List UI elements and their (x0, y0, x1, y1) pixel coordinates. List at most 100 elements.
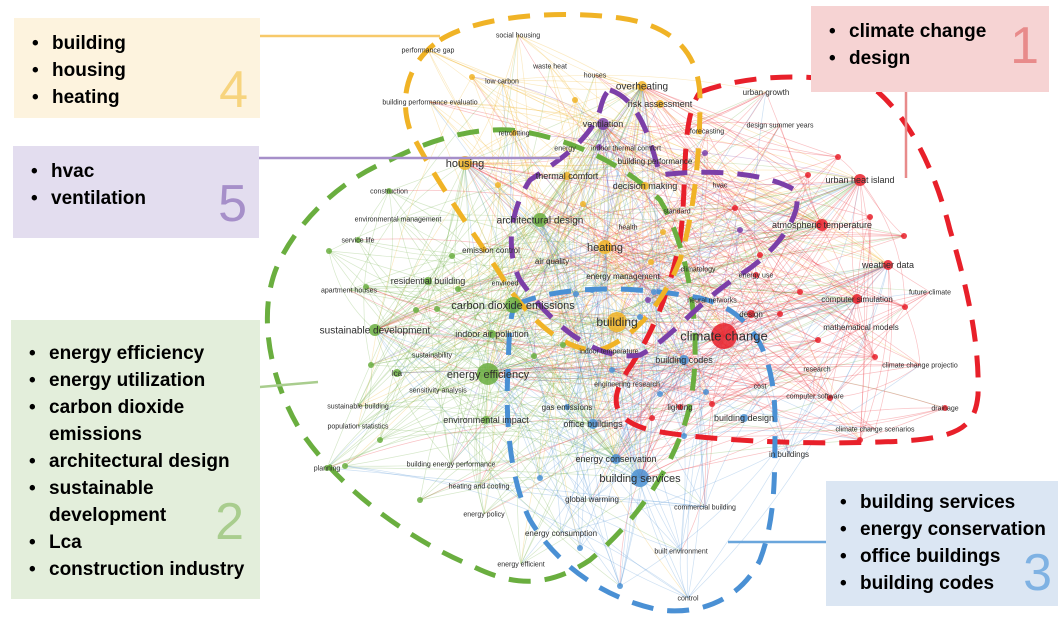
network-edge (415, 309, 641, 479)
network-edge (487, 289, 593, 375)
network-edge (539, 219, 585, 549)
network-edge (483, 356, 876, 515)
term-label: research (803, 366, 830, 373)
network-edge (344, 298, 858, 467)
network-node (596, 144, 602, 150)
network-edge (615, 291, 931, 460)
network-edge (639, 428, 876, 479)
network-edge (464, 162, 781, 315)
network-edge (564, 147, 606, 248)
network-edge (591, 406, 681, 500)
network-edge (539, 264, 889, 479)
network-edge (602, 123, 819, 341)
network-edge (602, 123, 699, 270)
network-edge (566, 175, 858, 300)
network-node (657, 391, 663, 397)
network-edge (680, 335, 725, 552)
network-edge (326, 467, 641, 479)
network-edge (626, 254, 761, 385)
network-edge (429, 101, 889, 266)
network-node (816, 219, 828, 231)
network-edge (641, 85, 839, 158)
network-edge (622, 275, 685, 361)
network-edge (450, 219, 541, 465)
term-label: social housing (496, 32, 540, 39)
network-edge (374, 147, 627, 331)
network-edge (487, 261, 652, 375)
term-label: overheating (616, 82, 668, 93)
term-label: atmospheric temperature (772, 220, 872, 230)
network-edge (788, 264, 889, 455)
network-edge (450, 85, 643, 465)
network-edge (551, 260, 921, 366)
network-edge (856, 216, 871, 300)
network-node (815, 337, 821, 343)
network-edge (478, 298, 858, 487)
cluster-4-item-building: building (24, 30, 260, 57)
term-label: residential building (391, 276, 466, 286)
network-edge (539, 369, 613, 479)
network-edge (615, 339, 819, 460)
network-node (564, 404, 570, 410)
network-edge (464, 152, 706, 180)
cluster-3-outline (504, 286, 778, 614)
term-label: indoor thermal comfort (591, 145, 661, 152)
network-edge (344, 85, 643, 467)
network-edge (641, 85, 809, 176)
network-edge (662, 231, 685, 361)
cluster-1-item-climate-change: climate change (821, 18, 1049, 45)
network-edge (615, 391, 707, 460)
network-edge (647, 299, 685, 437)
network-edge (639, 130, 708, 479)
cluster-4-item-heating: heating (24, 84, 260, 111)
network-node (386, 188, 392, 194)
network-edge (639, 477, 689, 599)
network-edge (859, 179, 906, 308)
network-edge (604, 246, 682, 552)
network-edge (644, 185, 823, 226)
network-node (355, 237, 361, 243)
term-label: indoor air pollution (455, 329, 529, 339)
network-edge (357, 364, 372, 427)
network-edge (487, 351, 685, 375)
network-edge (616, 321, 682, 552)
term-label: building energy performance (407, 461, 496, 468)
network-edge (357, 219, 541, 407)
cluster-5-item-ventilation: ventilation (23, 185, 259, 212)
network-edge (566, 359, 685, 408)
network-edge (566, 175, 641, 479)
network-edge (517, 34, 576, 101)
network-edge (549, 65, 576, 408)
network-edge (683, 359, 946, 409)
term-label: energy (554, 145, 576, 152)
network-edge (588, 147, 627, 587)
network-edge (560, 364, 921, 534)
network-edge (829, 298, 858, 399)
network-node (641, 182, 649, 190)
network-edge (627, 85, 643, 228)
network-edge (743, 179, 861, 419)
network-edge (497, 168, 721, 186)
network-node (377, 437, 383, 443)
network-edge (357, 224, 823, 427)
network-edge (641, 85, 871, 218)
network-edge (464, 162, 819, 341)
network-edge (539, 175, 568, 479)
network-edge (683, 359, 861, 441)
network-node (777, 311, 783, 317)
network-node (702, 150, 708, 156)
network-edge (326, 304, 514, 469)
network-edge (859, 179, 874, 441)
network-edge (676, 208, 823, 226)
term-label: cost (754, 383, 767, 390)
network-node (455, 286, 461, 292)
term-label: construction (370, 188, 408, 195)
network-edge (374, 326, 535, 357)
network-edge (429, 101, 889, 266)
network-edge (539, 219, 906, 308)
network-edge (520, 423, 594, 565)
cluster-3-item-energy-conservation: energy conservation (832, 516, 1058, 543)
network-edge (647, 174, 809, 301)
network-edge (326, 162, 466, 469)
network-edge (326, 179, 861, 469)
